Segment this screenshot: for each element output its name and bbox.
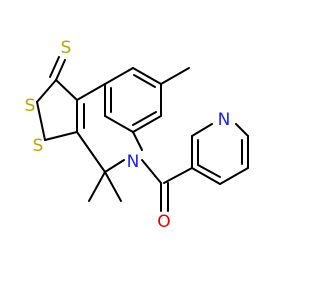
bond-benzene-6b [133,74,156,88]
bond-n-carbonyl [141,159,162,184]
bond-benzene-3 [104,115,134,133]
atom-n-amide: N [127,152,140,172]
bond-pyridine-3 [235,123,249,137]
bond-c-thione [55,79,78,101]
bond-gem-methyl-2 [104,171,122,202]
bond-pyridine-6 [191,167,221,185]
bond-pyridine-2 [191,123,213,137]
bond-s2-c [44,131,78,141]
bond-benzene-5 [104,67,134,85]
bond-gem-methyl-1 [88,171,106,202]
bond-thione-double-b [49,56,60,78]
atom-labels: S S S N N O [25,38,231,232]
bond-c-gem [76,131,106,173]
bond-skeleton [36,56,249,212]
bond-c-s1 [36,79,57,103]
atom-n-pyridine: N [218,110,231,130]
bond-ring-junction-top [76,83,106,101]
bond-n-benzene [132,131,143,151]
bond-carbonyl-pyridine [163,167,193,184]
atom-s-thione: S [61,38,72,58]
molecule-drawing: S S S N N O [25,38,249,232]
atom-s-ring-1: S [25,96,36,116]
bond-methyl-top [160,67,190,85]
atom-s-ring-2: S [33,136,44,156]
bond-benzene-6 [132,67,162,85]
bond-gem-n [104,159,125,173]
bond-pyridine-6b [197,164,221,178]
bond-thione-double-a [55,59,66,81]
bond-pyridine-5 [219,167,249,185]
bond-s1-s2 [36,101,46,141]
bond-benzene-2b [132,111,157,126]
structure-diagram: S S S N N O [25,38,249,232]
atom-o-carbonyl: O [157,212,170,232]
bond-benzene-2 [132,115,162,133]
